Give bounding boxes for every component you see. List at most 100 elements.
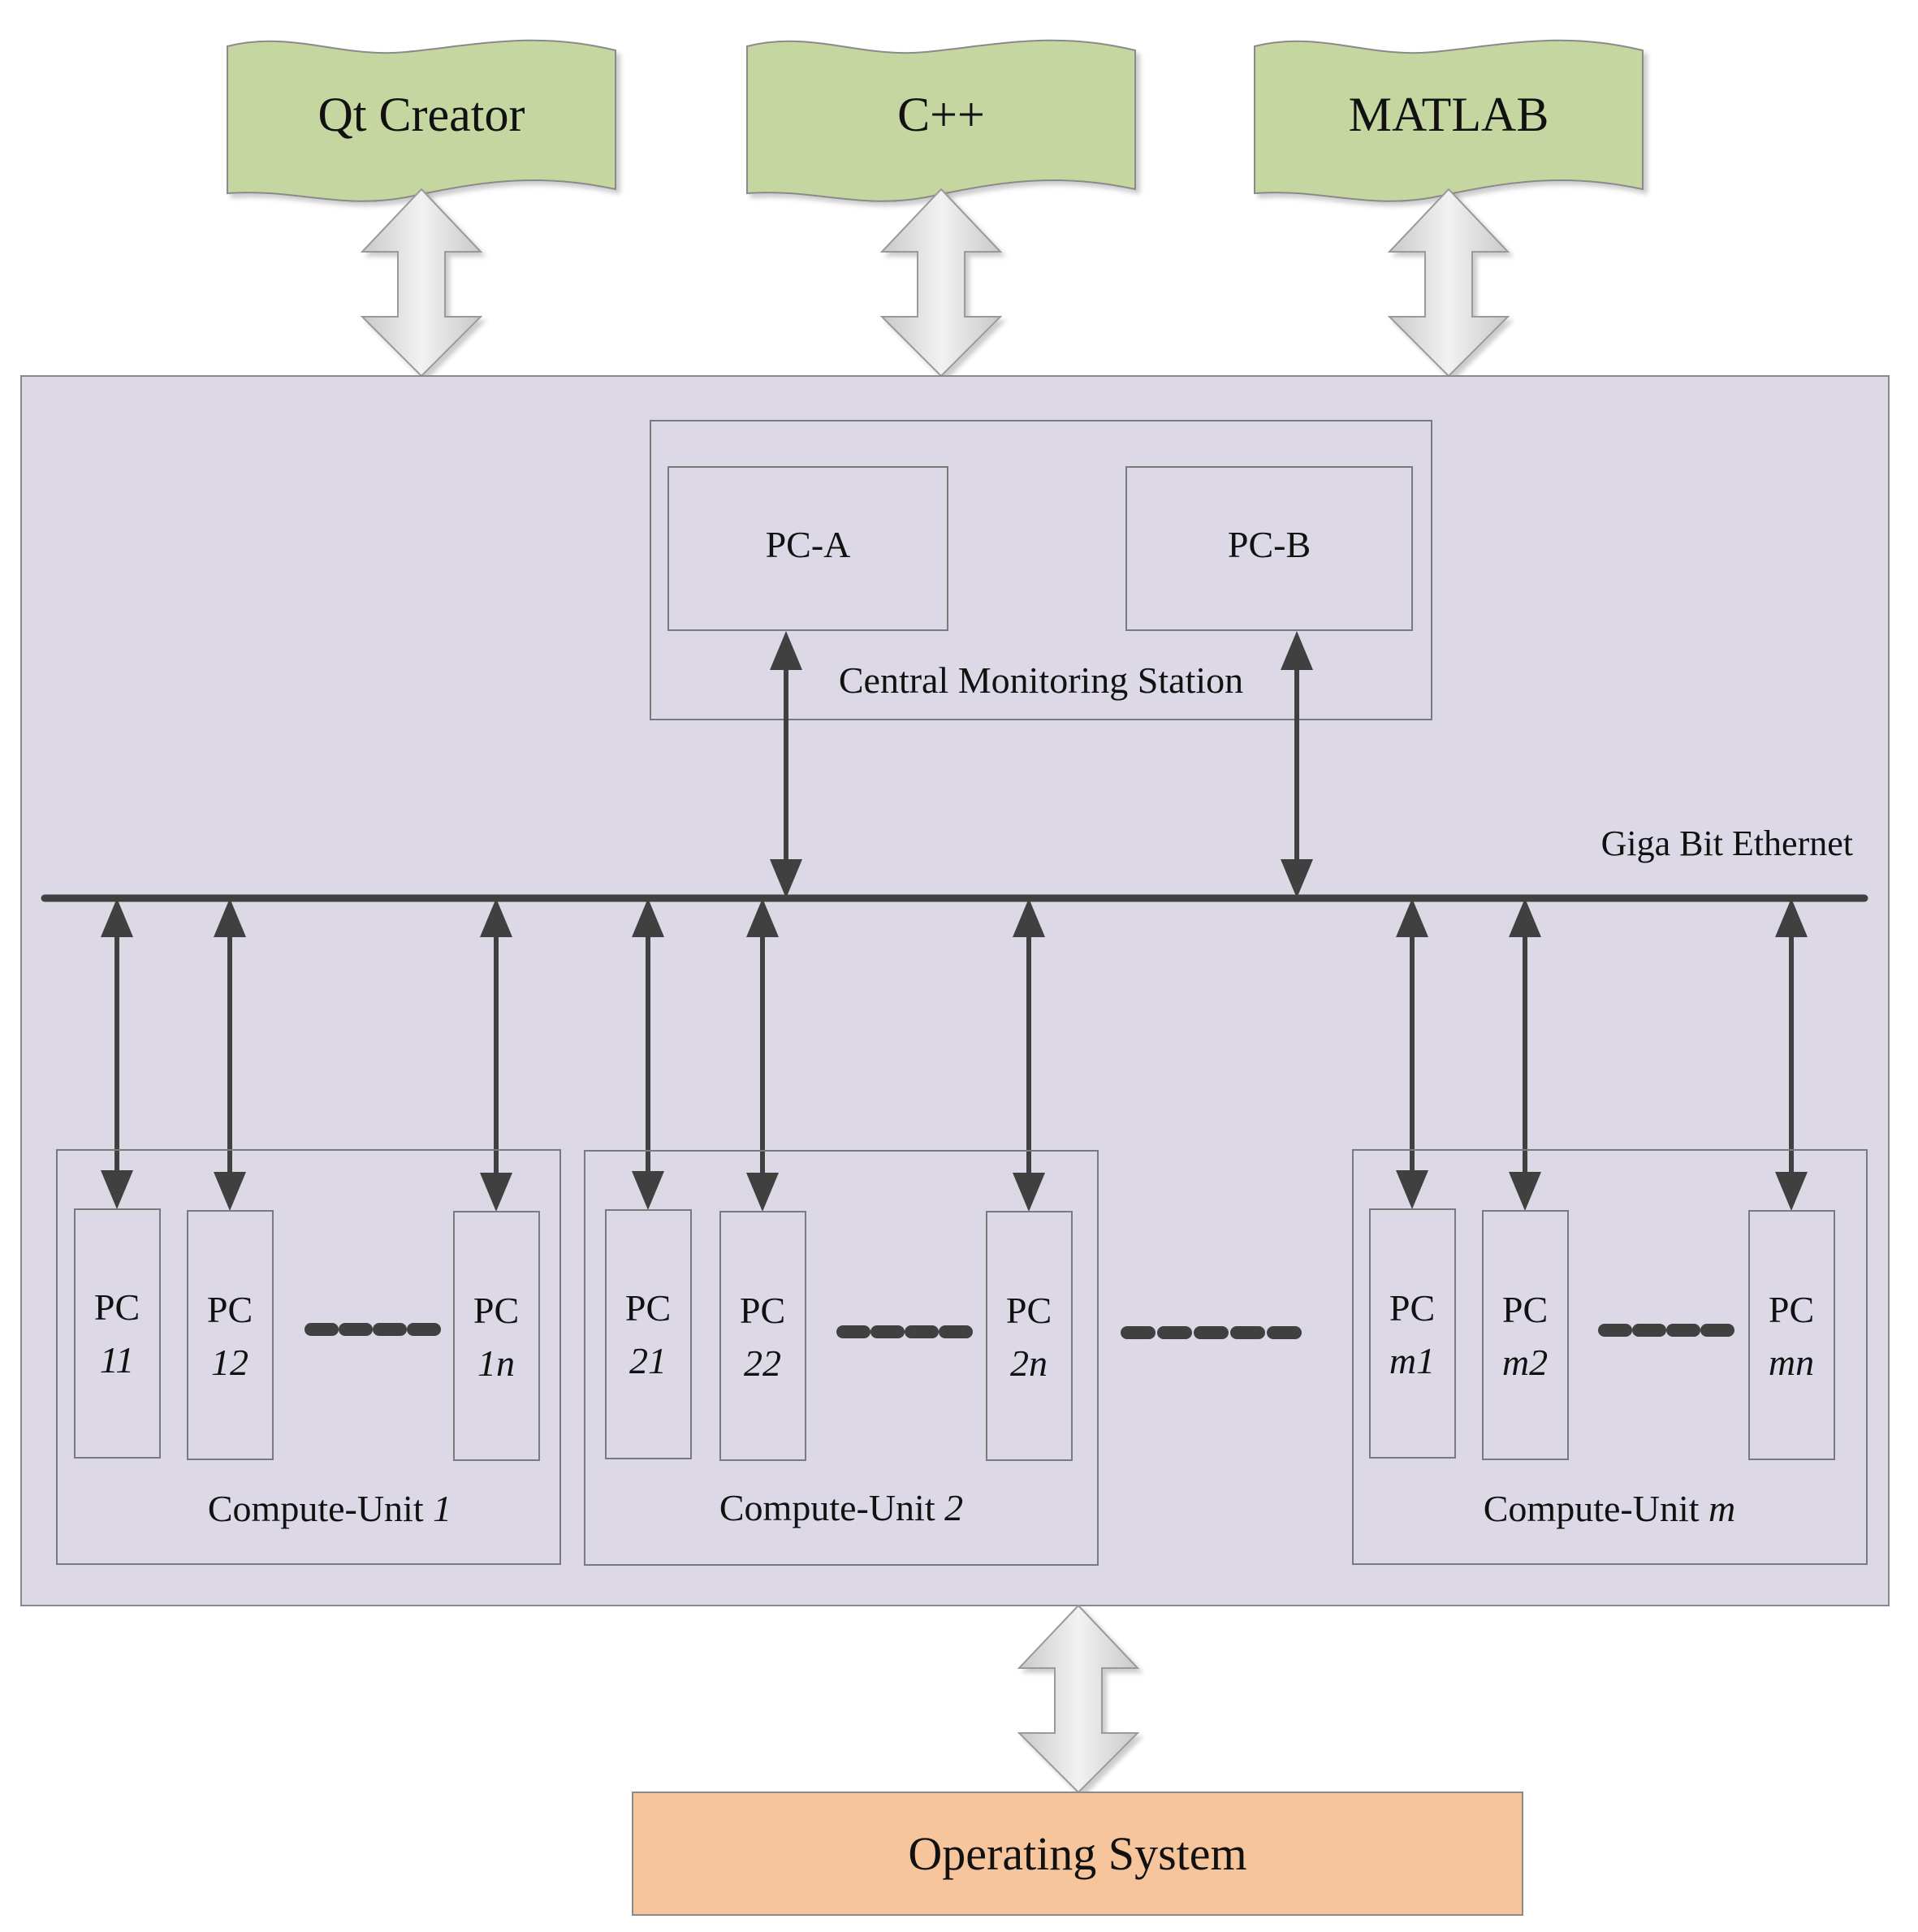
pc-prefix: PC bbox=[1769, 1289, 1814, 1330]
arrow-bus-pc-21 bbox=[632, 898, 664, 1210]
tool-banner-shape bbox=[1254, 39, 1644, 202]
tool-banner-shape bbox=[746, 39, 1136, 202]
compute-unit-label: Compute-Unit 2 bbox=[719, 1487, 963, 1528]
operating-system-box bbox=[632, 1792, 1523, 1916]
double-arrow-icon bbox=[1017, 1604, 1140, 1794]
arrow-bus-pc-1n bbox=[480, 898, 512, 1212]
arrow-bus-pc-22 bbox=[746, 898, 779, 1212]
compute-unit-label: Compute-Unit m bbox=[1484, 1488, 1736, 1529]
central-station-box bbox=[650, 420, 1432, 720]
arrowhead-down-icon bbox=[746, 1173, 779, 1212]
double-arrow-cpp-system bbox=[879, 188, 1003, 378]
arrowhead-up-icon bbox=[1013, 898, 1045, 937]
central-station-label: Central Monitoring Station bbox=[839, 659, 1243, 701]
pc-box bbox=[187, 1210, 274, 1460]
arrow-bus-pc-12 bbox=[214, 898, 246, 1211]
arrowhead-up-icon bbox=[632, 898, 664, 937]
double-arrow-icon bbox=[879, 188, 1003, 378]
arrowhead-up-icon bbox=[480, 898, 512, 937]
arrowhead-down-icon bbox=[632, 1171, 664, 1210]
tool-label: Qt Creator bbox=[318, 88, 525, 141]
arrow-pc-a-bus bbox=[770, 631, 802, 898]
arrowhead-down-icon bbox=[101, 1170, 133, 1209]
arrow-bus-pc-mn bbox=[1775, 898, 1808, 1211]
arrowhead-down-icon bbox=[1775, 1172, 1808, 1211]
compute-unit-box bbox=[584, 1150, 1099, 1566]
pc-prefix: PC bbox=[1502, 1289, 1548, 1330]
arrowhead-up-icon bbox=[1509, 898, 1541, 937]
compute-unit-1: PC 11 PC 12 PC 1n Compute-Unit 1 bbox=[56, 1149, 561, 1565]
pc-prefix: PC bbox=[1389, 1287, 1435, 1329]
double-arrow-qt-system bbox=[360, 188, 483, 378]
double-arrow-system-os bbox=[1017, 1604, 1140, 1794]
compute-unit-2: PC 21 PC 22 PC 2n Compute-Unit 2 bbox=[584, 1150, 1099, 1566]
arrow-bus-pc-m1 bbox=[1396, 898, 1428, 1209]
tool-banner-qt-creator: Qt Creator bbox=[227, 39, 616, 202]
central-monitoring-station: PC-A PC-B Central Monitoring Station bbox=[650, 420, 1432, 720]
system-container bbox=[20, 375, 1890, 1606]
pc-b-label: PC-B bbox=[1228, 524, 1311, 565]
arrowhead-up-icon bbox=[1396, 898, 1428, 937]
pc-id: 2n bbox=[1010, 1342, 1048, 1384]
pc-box bbox=[74, 1208, 161, 1459]
connection-arrows bbox=[101, 631, 1808, 1212]
pc-prefix: PC bbox=[625, 1287, 671, 1329]
pc-box bbox=[605, 1209, 692, 1459]
pc-box bbox=[986, 1211, 1073, 1461]
arrow-pc-b-bus bbox=[1281, 631, 1313, 898]
arrow-bus-pc-m2 bbox=[1509, 898, 1541, 1211]
pc-b-box bbox=[1125, 466, 1413, 631]
arrowhead-down-icon bbox=[1396, 1170, 1428, 1209]
pc-id: 12 bbox=[211, 1342, 248, 1383]
pc-box bbox=[1748, 1210, 1835, 1460]
pc-a-label: PC-A bbox=[766, 524, 851, 565]
tool-banner-shape bbox=[227, 39, 616, 202]
pc-id: m1 bbox=[1389, 1340, 1435, 1381]
pc-box bbox=[453, 1211, 540, 1461]
pc-id: mn bbox=[1769, 1342, 1814, 1383]
pc-prefix: PC bbox=[207, 1289, 253, 1330]
tool-label: C++ bbox=[897, 88, 985, 141]
arrowhead-down-icon bbox=[1509, 1172, 1541, 1211]
arrowhead-down-icon bbox=[1281, 859, 1313, 898]
pc-box bbox=[719, 1211, 806, 1461]
arrow-bus-pc-11 bbox=[101, 898, 133, 1209]
arrowhead-up-icon bbox=[770, 631, 802, 670]
double-arrow-matlab-system bbox=[1387, 188, 1510, 378]
arrowhead-down-icon bbox=[1013, 1173, 1045, 1212]
pc-id: 11 bbox=[100, 1339, 135, 1381]
pc-prefix: PC bbox=[473, 1290, 519, 1331]
arrowhead-up-icon bbox=[1281, 631, 1313, 670]
pc-prefix: PC bbox=[94, 1286, 140, 1328]
pc-prefix: PC bbox=[740, 1290, 785, 1331]
double-arrow-icon bbox=[360, 188, 483, 378]
operating-system-block: Operating System bbox=[632, 1792, 1523, 1916]
pc-id: 22 bbox=[744, 1342, 781, 1384]
arrow-bus-pc-2n bbox=[1013, 898, 1045, 1212]
compute-unit-label: Compute-Unit 1 bbox=[208, 1488, 451, 1529]
pc-a-box bbox=[667, 466, 948, 631]
operating-system-label: Operating System bbox=[908, 1827, 1246, 1880]
compute-unit-box bbox=[1352, 1149, 1868, 1565]
compute-unit-m: PC m1 PC m2 PC mn Compute-Unit m bbox=[1352, 1149, 1868, 1565]
ethernet-label: Giga Bit Ethernet bbox=[1601, 823, 1853, 863]
double-arrow-icon bbox=[1387, 188, 1510, 378]
pc-id: 1n bbox=[477, 1342, 515, 1384]
pc-box bbox=[1369, 1208, 1456, 1459]
compute-unit-box bbox=[56, 1149, 561, 1565]
tool-banner-cpp: C++ bbox=[746, 39, 1136, 202]
tool-banner-matlab: MATLAB bbox=[1254, 39, 1644, 202]
tool-label: MATLAB bbox=[1349, 88, 1549, 141]
arrowhead-down-icon bbox=[770, 859, 802, 898]
pc-prefix: PC bbox=[1006, 1290, 1052, 1331]
arrowhead-down-icon bbox=[480, 1173, 512, 1212]
arrowhead-up-icon bbox=[214, 898, 246, 937]
arrowhead-down-icon bbox=[214, 1172, 246, 1211]
pc-id: m2 bbox=[1502, 1342, 1548, 1383]
arrowhead-up-icon bbox=[1775, 898, 1808, 937]
arrowhead-up-icon bbox=[746, 898, 779, 937]
pc-box bbox=[1482, 1210, 1569, 1460]
arrowhead-up-icon bbox=[101, 898, 133, 937]
pc-id: 21 bbox=[629, 1340, 667, 1381]
